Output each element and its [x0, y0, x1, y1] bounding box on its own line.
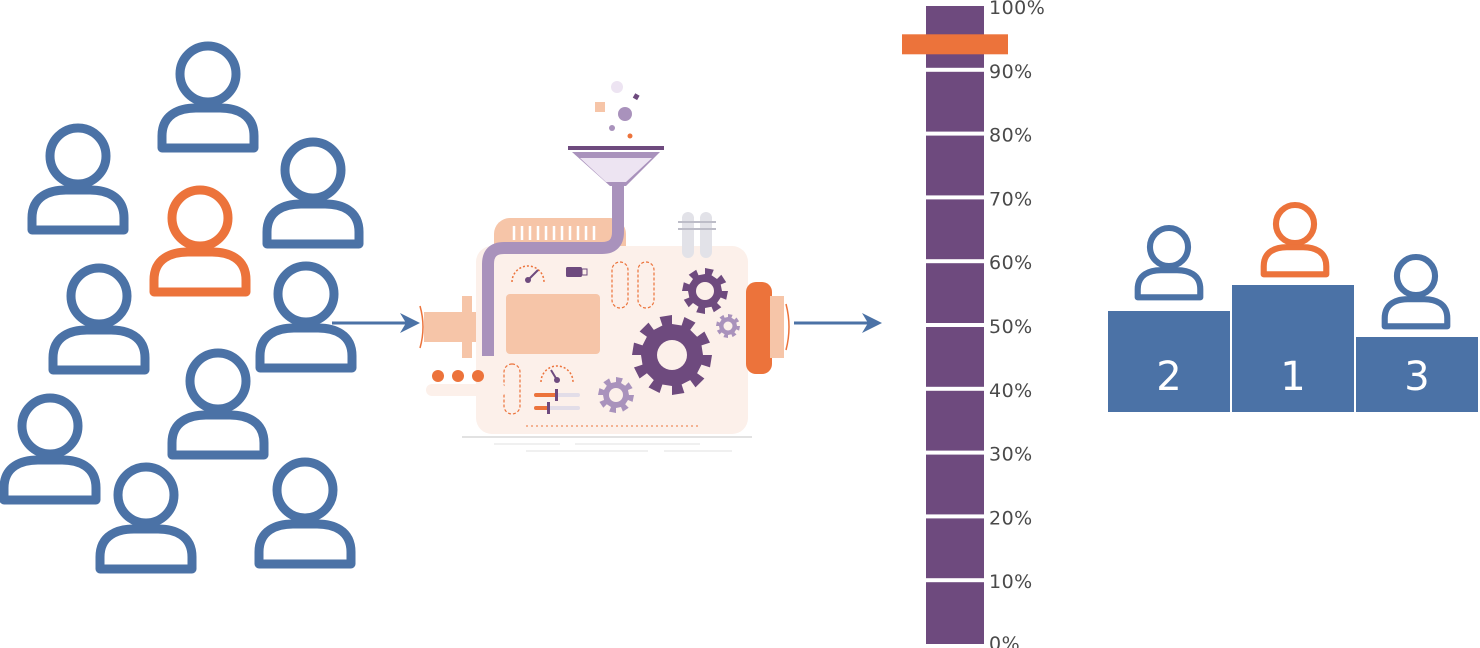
- podium-rank-label: 2: [1156, 354, 1181, 400]
- podium-block-1: [1232, 285, 1354, 412]
- percentile-segment: [926, 199, 984, 260]
- percentile-segment: [926, 327, 984, 387]
- person-icon: [1385, 257, 1448, 326]
- person-icon: [1138, 228, 1201, 297]
- battery-icon: [566, 267, 588, 277]
- podium: 2 1 3: [1108, 205, 1478, 412]
- person-icon: [172, 353, 264, 455]
- percentile-segment: [926, 390, 984, 451]
- arrow-right-icon: [332, 313, 420, 333]
- person-icon: [259, 462, 351, 564]
- podium-rank-label: 1: [1280, 354, 1305, 400]
- percentile-tick-label: 90%: [989, 61, 1033, 83]
- processing-machine: [419, 81, 790, 452]
- person-icon: [162, 46, 254, 148]
- person-icon-highlighted: [1264, 205, 1327, 274]
- percentile-tick-label: 60%: [989, 252, 1033, 274]
- percentile-bar: [926, 6, 984, 644]
- percentile-tick-label: 70%: [989, 188, 1033, 210]
- gear-icon: [682, 268, 728, 314]
- percentile-tick-label: 20%: [989, 507, 1033, 529]
- percentile-segment: [926, 135, 984, 196]
- person-icon: [53, 268, 145, 370]
- percentile-marker: [902, 34, 1008, 55]
- percentile-tick-label: 10%: [989, 571, 1033, 593]
- percentile-tick-label: 100%: [989, 0, 1045, 19]
- percentile-segment: [926, 582, 984, 644]
- percentile-tick-label: 80%: [989, 125, 1033, 147]
- percentile-scale: 0% 10% 20% 30% 40% 50% 60% 70% 80% 90% 100%: [902, 0, 1045, 648]
- arrow-right-icon: [794, 313, 882, 333]
- percentile-segment: [926, 518, 984, 579]
- podium-block-2: [1108, 311, 1230, 412]
- podium-block-3: [1356, 337, 1478, 412]
- slider-icon: [534, 389, 580, 414]
- percentile-tick-label: 30%: [989, 444, 1033, 466]
- crowd: [4, 46, 359, 569]
- person-icon-highlighted: [154, 190, 246, 292]
- gear-icon: [632, 315, 712, 395]
- podium-rank-label: 3: [1404, 354, 1429, 400]
- gear-icon: [598, 377, 634, 413]
- gauge-icon: [540, 365, 574, 383]
- person-icon: [100, 467, 192, 569]
- person-icon: [32, 128, 124, 230]
- percentile-segment: [926, 454, 984, 515]
- percentile-tick-label: 40%: [989, 380, 1033, 402]
- percentile-segment: [926, 71, 984, 132]
- percentile-tick-label: 0%: [989, 633, 1020, 648]
- percentile-segment: [926, 263, 984, 323]
- gauge-icon: [511, 265, 545, 283]
- percentile-tick-label: 50%: [989, 316, 1033, 338]
- person-icon: [260, 266, 352, 368]
- funnel-icon: [568, 146, 664, 186]
- gear-icon: [716, 314, 740, 338]
- percentile-tick-labels: 0% 10% 20% 30% 40% 50% 60% 70% 80% 90% 100%: [989, 0, 1045, 648]
- person-icon: [267, 142, 359, 244]
- person-icon: [4, 398, 96, 500]
